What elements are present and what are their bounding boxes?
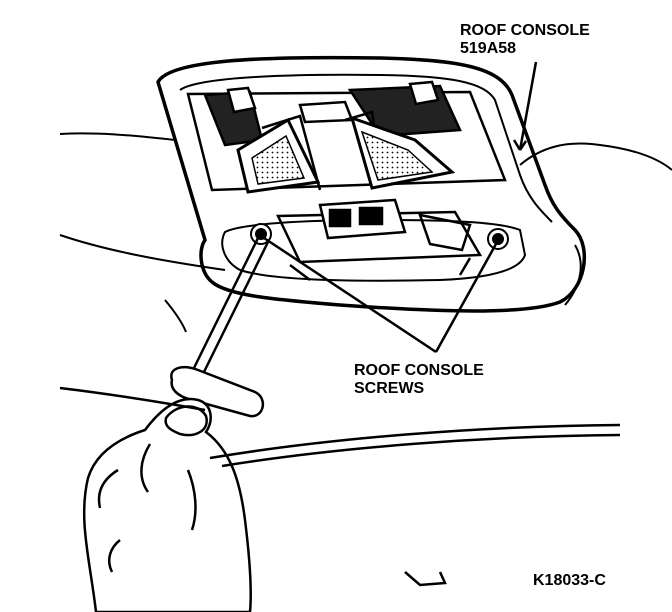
roof-console-callout-line2: 519A58 <box>460 40 517 57</box>
screws-callout-line2: SCREWS <box>354 380 425 397</box>
windshield-frame <box>59 386 621 587</box>
headliner-lines <box>59 132 672 333</box>
leader-lines <box>263 61 538 354</box>
screws-callout: ROOF CONSOLE SCREWS <box>354 362 484 398</box>
roof-console-callout-line1: ROOF CONSOLE <box>460 22 590 39</box>
hand <box>82 397 252 612</box>
left-map-lamp-lens <box>236 117 321 194</box>
screwdriver <box>170 237 270 418</box>
roof-console-callout: ROOF CONSOLE 519A58 <box>460 22 590 58</box>
figure-id: K18033-C <box>533 572 606 590</box>
right-map-lamp-lens <box>349 115 456 190</box>
console-lower-compartment <box>276 198 483 281</box>
screws-callout-line1: ROOF CONSOLE <box>354 362 484 379</box>
figure-id-text: K18033-C <box>533 572 606 589</box>
roof-console-screw-right <box>487 228 509 250</box>
map-lamp-bay <box>186 80 507 192</box>
